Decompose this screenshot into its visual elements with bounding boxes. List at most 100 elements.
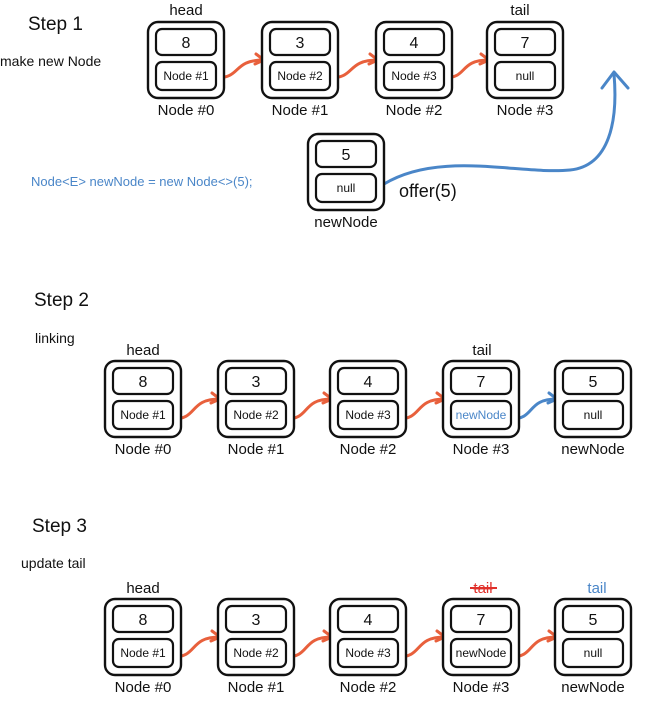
node-caption: Node #3 (453, 679, 510, 696)
node-caption: Node #1 (228, 441, 285, 458)
node-pointer: null (337, 181, 356, 195)
step3-tail-label: tail (587, 580, 606, 597)
node-pointer: null (584, 646, 603, 660)
step1-node-new: 5 null newNode (306, 132, 386, 231)
node-pointer-box (111, 399, 175, 431)
step2-head-label: head (126, 342, 159, 359)
node-caption: Node #0 (115, 679, 172, 696)
node-value: 7 (477, 612, 486, 629)
step1-subtitle: make new Node (0, 53, 101, 69)
node-caption: Node #0 (158, 102, 215, 119)
node-value-box (224, 604, 288, 634)
node-pointer: Node #3 (345, 408, 391, 422)
node-pointer: Node #3 (345, 646, 391, 660)
node-value: 8 (139, 374, 148, 391)
step3-node-4: 5 null newNode (553, 597, 633, 696)
node-value-box (382, 27, 446, 57)
node-pointer: Node #2 (233, 646, 279, 660)
node-caption: Node #2 (340, 679, 397, 696)
node-value: 4 (364, 374, 373, 391)
node-pointer-box (336, 399, 400, 431)
node-caption: Node #3 (497, 102, 554, 119)
step2-subtitle: linking (35, 330, 75, 346)
node-value-box (561, 604, 625, 634)
node-pointer-box (268, 60, 332, 92)
node-pointer: Node #1 (120, 408, 166, 422)
node-caption: Node #0 (115, 441, 172, 458)
node-pointer-box (449, 637, 513, 669)
node-caption: newNode (314, 214, 377, 231)
node-value: 5 (589, 612, 598, 629)
node-pointer: Node #1 (163, 69, 209, 83)
node-pointer: null (516, 69, 535, 83)
node-pointer-box (336, 637, 400, 669)
node-value-box (268, 27, 332, 57)
step2-node-4: 5 null newNode (553, 359, 633, 458)
node-pointer-box (154, 60, 218, 92)
step3-subtitle: update tail (21, 555, 86, 571)
node-caption: Node #2 (386, 102, 443, 119)
node-pointer-box (382, 60, 446, 92)
node-pointer: Node #2 (277, 69, 323, 83)
node-value-box (493, 27, 557, 57)
node-pointer-box (561, 637, 625, 669)
node-caption: Node #1 (228, 679, 285, 696)
node-value: 3 (296, 35, 305, 52)
node-value: 4 (410, 35, 419, 52)
node-value: 8 (182, 35, 191, 52)
node-pointer: Node #2 (233, 408, 279, 422)
step2-title: Step 2 (34, 290, 89, 311)
step3-title: Step 3 (32, 516, 87, 537)
node-pointer: newNode (456, 408, 507, 422)
node-pointer-box (111, 637, 175, 669)
node-value-box (336, 604, 400, 634)
node-caption: newNode (561, 441, 624, 458)
node-pointer-box (224, 637, 288, 669)
node-value-box (111, 366, 175, 396)
step1-action-label: offer(5) (399, 181, 457, 201)
step1-tail-label: tail (510, 2, 529, 19)
node-pointer: null (584, 408, 603, 422)
node-caption: newNode (561, 679, 624, 696)
step1-code-line: Node<E> newNode = new Node<>(5); (31, 174, 253, 189)
step1-offer-arrow (382, 70, 630, 186)
node-value: 5 (342, 147, 351, 164)
node-value-box (224, 366, 288, 396)
node-caption: Node #2 (340, 441, 397, 458)
step3-head-label: head (126, 580, 159, 597)
node-value: 3 (252, 374, 261, 391)
node-pointer: Node #1 (120, 646, 166, 660)
step1-head-label: head (169, 2, 202, 19)
node-value-box (449, 366, 513, 396)
node-caption: Node #3 (453, 441, 510, 458)
node-value: 4 (364, 612, 373, 629)
step1-title: Step 1 (28, 14, 83, 35)
node-value: 8 (139, 612, 148, 629)
node-value-box (449, 604, 513, 634)
node-pointer-box (493, 60, 557, 92)
node-pointer-box (224, 399, 288, 431)
node-pointer: Node #3 (391, 69, 437, 83)
node-value-box (154, 27, 218, 57)
node-pointer-box (449, 399, 513, 431)
node-pointer-box (314, 172, 378, 204)
node-pointer-box (561, 399, 625, 431)
node-value: 5 (589, 374, 598, 391)
node-value-box (111, 604, 175, 634)
node-value-box (336, 366, 400, 396)
node-value: 7 (521, 35, 530, 52)
step2-tail-label: tail (472, 342, 491, 359)
